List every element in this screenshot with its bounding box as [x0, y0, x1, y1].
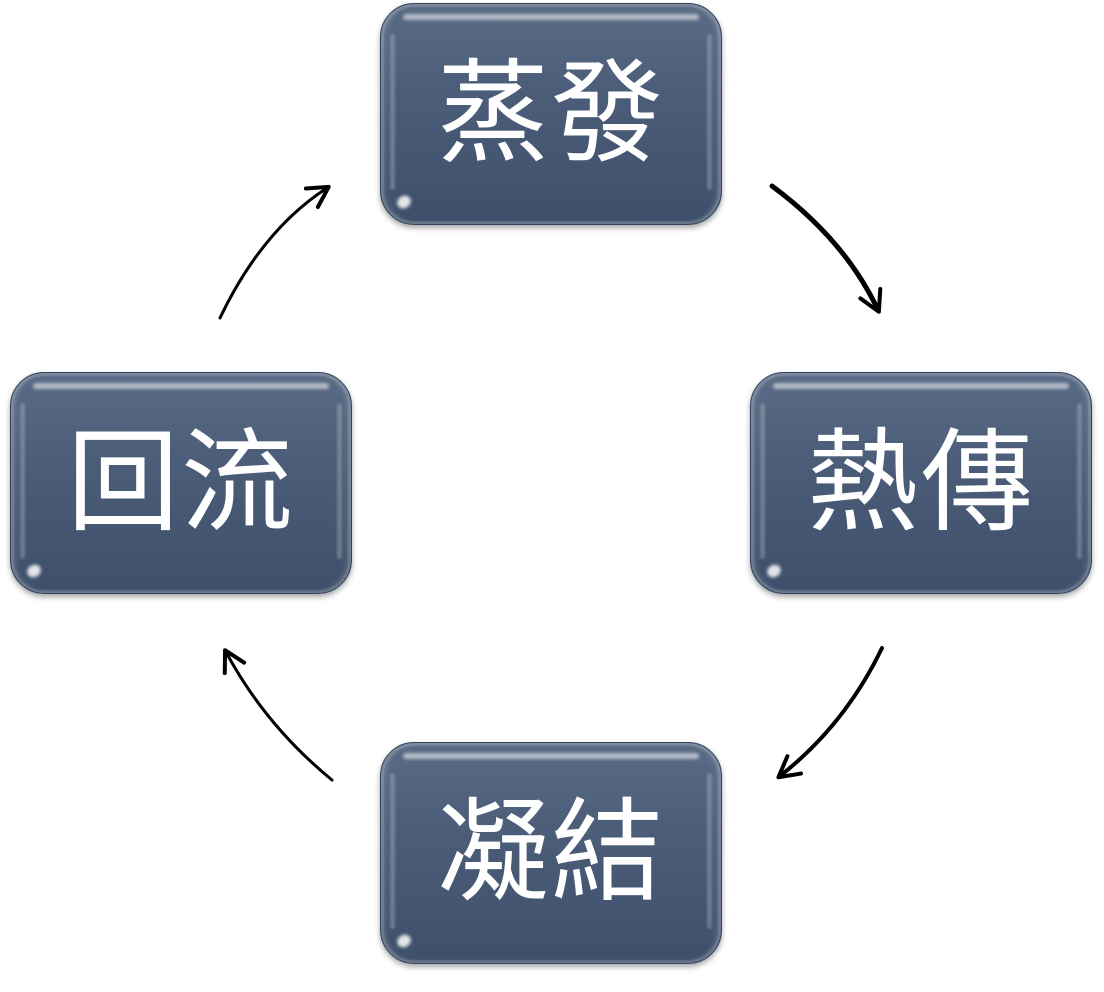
node-gloss	[337, 403, 342, 559]
node-gloss	[20, 403, 25, 559]
node-label: 蒸發	[437, 49, 665, 179]
node-label: 凝結	[437, 788, 665, 918]
node-gloss	[390, 773, 395, 929]
node-evaporation: 蒸發	[380, 3, 722, 225]
node-label: 回流	[67, 418, 295, 548]
node-gloss	[1077, 403, 1082, 559]
node-gloss	[707, 34, 712, 190]
node-gloss	[403, 14, 699, 20]
node-gloss	[773, 383, 1069, 389]
arrow-bottom-to-left	[222, 648, 334, 782]
node-gloss	[707, 773, 712, 929]
node-heat-transfer: 熱傳	[750, 372, 1092, 594]
node-reflux: 回流	[10, 372, 352, 594]
node-gloss	[760, 403, 765, 559]
node-label: 熱傳	[807, 418, 1035, 548]
node-gloss	[33, 383, 329, 389]
arrow-left-to-top	[218, 184, 331, 320]
node-condensation: 凝結	[380, 742, 722, 964]
node-gloss	[403, 753, 699, 759]
node-gloss	[390, 34, 395, 190]
arrow-right-to-bottom	[776, 646, 884, 780]
arrow-top-to-right	[769, 183, 883, 314]
